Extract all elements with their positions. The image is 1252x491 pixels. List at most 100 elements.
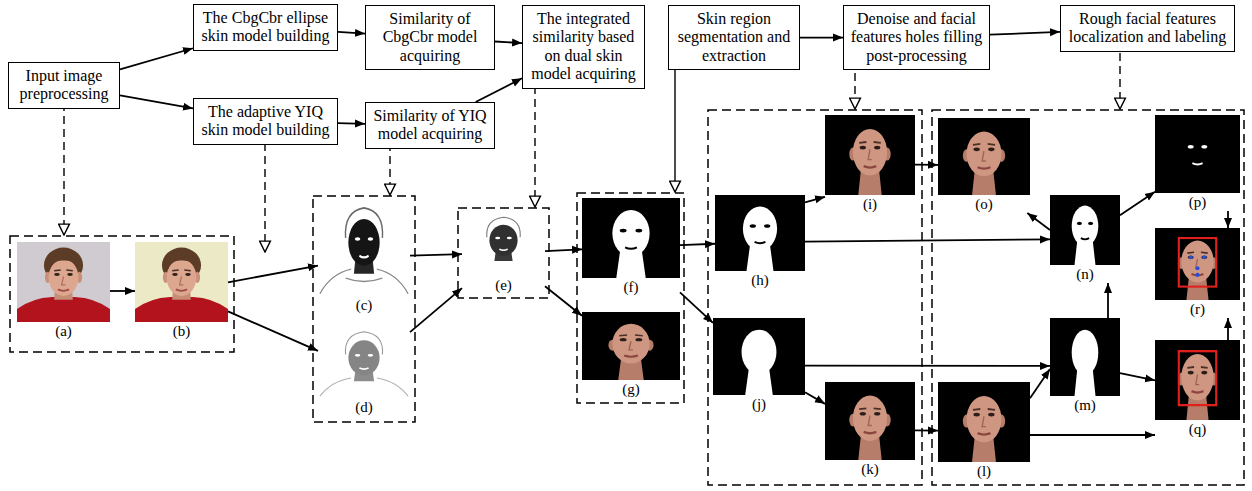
flow-arrow bbox=[1107, 283, 1109, 318]
image-panel: (j) bbox=[713, 318, 805, 413]
process-box: Input image preprocessing bbox=[8, 62, 120, 109]
flow-arrow bbox=[338, 32, 365, 34]
process-box: Denoise and facial features holes fillin… bbox=[843, 5, 990, 70]
process-box: Similarity of CbgCbr model acquiring bbox=[365, 5, 495, 70]
skin-mask bbox=[715, 195, 805, 271]
flow-arrow bbox=[338, 122, 365, 124]
box-text: Skin region segmentation and extraction bbox=[674, 10, 794, 65]
face-photo bbox=[135, 242, 228, 322]
panel-label: (j) bbox=[752, 395, 766, 413]
image-panel: (l) bbox=[938, 382, 1030, 480]
panel-label: (g) bbox=[622, 380, 640, 398]
flow-arrow bbox=[1030, 369, 1050, 398]
process-box: The CbgCbr ellipse skin model building bbox=[193, 4, 338, 51]
image-panel: (g) bbox=[582, 312, 680, 398]
flow-arrow bbox=[1027, 213, 1050, 230]
panel-label: (o) bbox=[975, 195, 993, 213]
face-photo bbox=[825, 115, 915, 195]
skin-mask bbox=[582, 198, 680, 278]
image-panel: (d) bbox=[318, 326, 410, 416]
flow-arrow bbox=[228, 311, 318, 350]
face-photo bbox=[582, 312, 680, 380]
flow-arrow bbox=[680, 292, 713, 323]
group-frame bbox=[458, 208, 549, 298]
pointer-line bbox=[63, 90, 64, 235]
similarity-map bbox=[318, 326, 410, 398]
flow-arrow bbox=[545, 286, 582, 316]
group-frame bbox=[708, 110, 922, 485]
image-panel: (c) bbox=[318, 200, 410, 314]
face-photo bbox=[1155, 228, 1240, 300]
box-text: Similarity of YIQ model acquiring bbox=[371, 107, 489, 144]
panel-label: (c) bbox=[356, 296, 373, 314]
image-panel: (o) bbox=[938, 118, 1030, 213]
panel-label: (h) bbox=[751, 271, 769, 289]
flow-arrow bbox=[120, 48, 193, 69]
image-panel: (p) bbox=[1155, 115, 1240, 211]
similarity-map bbox=[318, 200, 410, 296]
process-box: The adaptive YIQ skin model building bbox=[193, 98, 338, 145]
image-panel: (m) bbox=[1050, 318, 1120, 414]
image-panel: (a) bbox=[17, 242, 110, 340]
panel-label: (q) bbox=[1189, 420, 1207, 438]
flow-arrow bbox=[1030, 434, 1155, 436]
flow-arrow bbox=[120, 95, 193, 108]
panel-label: (b) bbox=[173, 322, 191, 340]
process-box: Similarity of YIQ model acquiring bbox=[365, 102, 495, 149]
flow-arrow bbox=[915, 164, 938, 166]
flow-arrow bbox=[805, 239, 1050, 241]
flow-arrow bbox=[545, 249, 582, 251]
panel-label: (r) bbox=[1190, 300, 1205, 318]
panel-label: (l) bbox=[977, 462, 991, 480]
box-text: The CbgCbr ellipse skin model building bbox=[199, 9, 332, 46]
process-box: The integrated similarity based on dual … bbox=[522, 5, 645, 89]
image-panel: (e) bbox=[462, 212, 545, 294]
panel-label: (p) bbox=[1189, 193, 1207, 211]
flow-arrow bbox=[410, 254, 462, 255]
image-panel: (n) bbox=[1050, 195, 1120, 283]
flow-arrow bbox=[1227, 211, 1229, 228]
pointer-line bbox=[264, 130, 265, 252]
face-photo bbox=[17, 242, 110, 322]
flow-arrow bbox=[800, 37, 843, 39]
group-frame bbox=[932, 110, 1244, 485]
face-photo bbox=[825, 382, 915, 460]
face-photo bbox=[938, 118, 1030, 195]
flow-arrow bbox=[990, 32, 1060, 35]
panel-label: (k) bbox=[861, 460, 879, 478]
box-text: The adaptive YIQ skin model building bbox=[199, 103, 332, 140]
panel-label: (n) bbox=[1076, 265, 1094, 283]
flow-arrow bbox=[680, 244, 715, 245]
box-text: Rough facial features localization and l… bbox=[1066, 10, 1229, 47]
group-frame bbox=[313, 196, 415, 422]
panel-label: (d) bbox=[355, 398, 373, 416]
image-panel: (h) bbox=[715, 195, 805, 289]
image-panel: (i) bbox=[825, 115, 915, 213]
group-frame bbox=[577, 193, 684, 403]
flow-arrow bbox=[805, 392, 825, 404]
box-text: The integrated similarity based on dual … bbox=[528, 10, 639, 84]
box-text: Similarity of CbgCbr model acquiring bbox=[371, 10, 489, 65]
panel-label: (i) bbox=[863, 195, 877, 213]
panel-label: (a) bbox=[55, 322, 72, 340]
process-box: Skin region segmentation and extraction bbox=[668, 5, 800, 70]
panel-label: (e) bbox=[495, 276, 512, 294]
flow-arrow bbox=[110, 290, 135, 292]
flow-arrow bbox=[1227, 318, 1229, 340]
flow-arrow bbox=[1120, 373, 1155, 380]
face-photo bbox=[938, 382, 1030, 462]
panel-label: (f) bbox=[624, 278, 639, 296]
image-panel: (r) bbox=[1155, 228, 1240, 318]
group-frame bbox=[10, 236, 234, 352]
flow-arrow bbox=[1120, 192, 1155, 216]
image-panel: (b) bbox=[135, 242, 228, 340]
face-photo bbox=[1155, 340, 1240, 420]
skin-mask bbox=[1050, 318, 1120, 396]
process-box: Rough facial features localization and l… bbox=[1060, 5, 1235, 52]
box-text: Denoise and facial features holes fillin… bbox=[849, 10, 984, 65]
flow-arrow bbox=[915, 429, 938, 431]
flow-arrow bbox=[805, 365, 1050, 367]
flow-arrow bbox=[805, 197, 825, 202]
skin-mask bbox=[1050, 195, 1120, 265]
